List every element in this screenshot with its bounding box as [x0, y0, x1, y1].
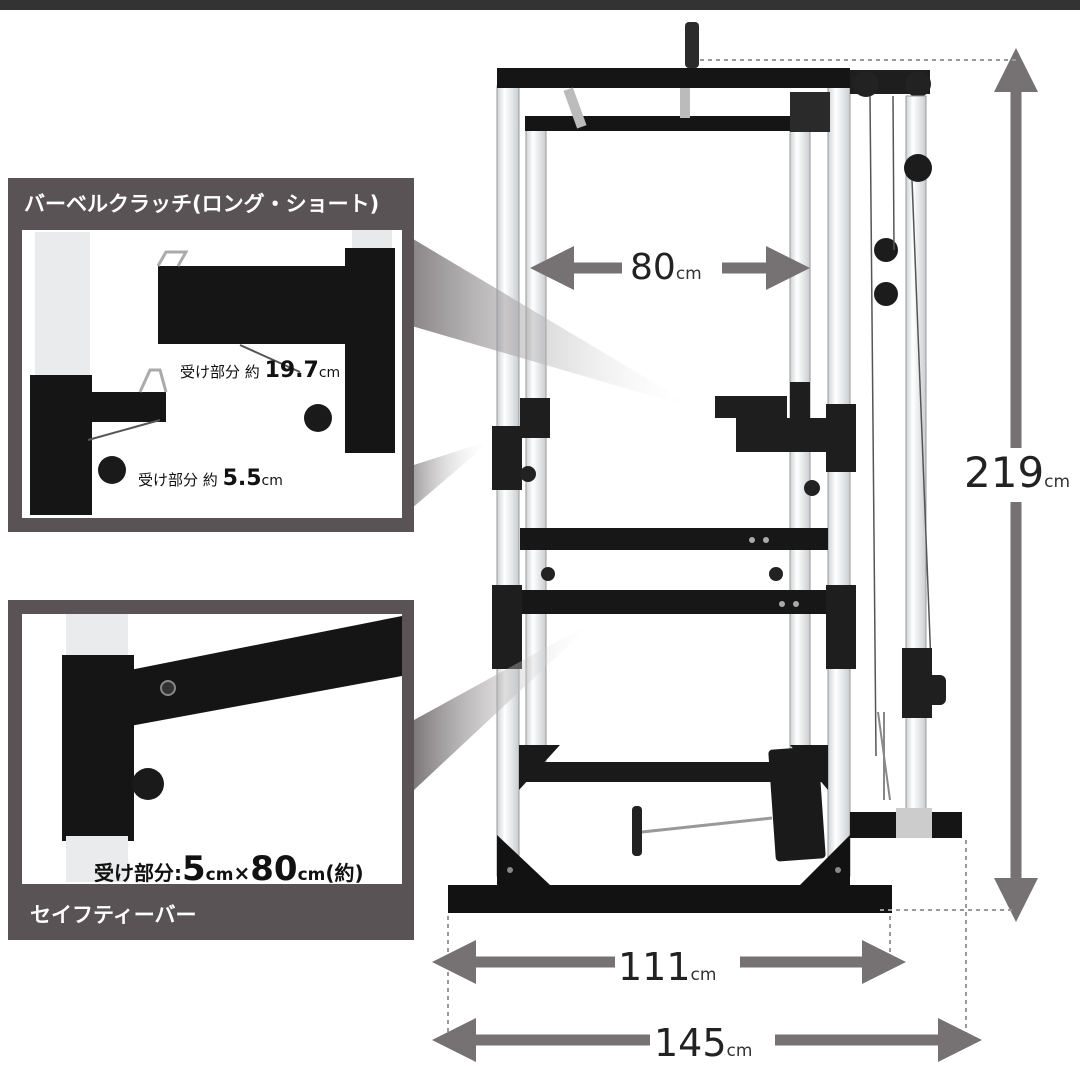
base-145-value: 145: [654, 1021, 727, 1065]
safety-panel-title: セイフティーバー: [30, 903, 197, 927]
safety-spec-u1: cm: [205, 865, 234, 885]
safety-spec: 受け部分:5cm×80cm(約): [94, 852, 364, 886]
clutch-panel: [8, 178, 414, 532]
safety-spec-label: 受け部分:: [94, 861, 182, 885]
height-219-unit: cm: [1044, 472, 1071, 492]
clutch-long-spec: 受け部分 約 19.7cm: [180, 360, 340, 382]
clutch-panel-title: バーベルクラッチ(ロング・ショート): [24, 192, 380, 216]
clutch-beam-long: [398, 230, 700, 410]
clutch-short-unit: cm: [261, 473, 283, 489]
safety-panel: [8, 600, 414, 940]
base-111-label: 111cm: [618, 948, 716, 986]
clutch-long-unit: cm: [318, 365, 341, 381]
safety-spec-u2: cm: [297, 865, 326, 885]
height-219-value: 219: [964, 448, 1045, 497]
safety-spec-suffix: (約): [325, 861, 364, 885]
clutch-short-spec: 受け部分 約 5.5cm: [138, 468, 283, 490]
clutch-long-value: 19.7: [264, 358, 319, 383]
height-219-label: 219cm: [964, 452, 1070, 494]
safety-spec-v1: 5: [182, 849, 206, 889]
clutch-short-label: 受け部分 約: [138, 471, 218, 489]
clutch-short-value: 5.5: [222, 466, 262, 491]
base-145-label: 145cm: [654, 1024, 752, 1062]
clutch-long-label: 受け部分 約: [180, 363, 260, 381]
base-111-unit: cm: [690, 965, 717, 985]
safety-spec-v2: 80: [250, 849, 298, 889]
safety-spec-sep: ×: [233, 861, 251, 885]
safety-beam: [414, 620, 596, 790]
clutch-beam-short: [398, 440, 492, 520]
base-111-value: 111: [618, 945, 691, 989]
width-80-unit: cm: [675, 264, 702, 284]
top-bar: [0, 0, 1080, 10]
power-rack: [448, 22, 962, 913]
width-80-value: 80: [630, 247, 676, 288]
base-145-unit: cm: [726, 1041, 753, 1061]
width-80-label: 80cm: [630, 250, 702, 286]
